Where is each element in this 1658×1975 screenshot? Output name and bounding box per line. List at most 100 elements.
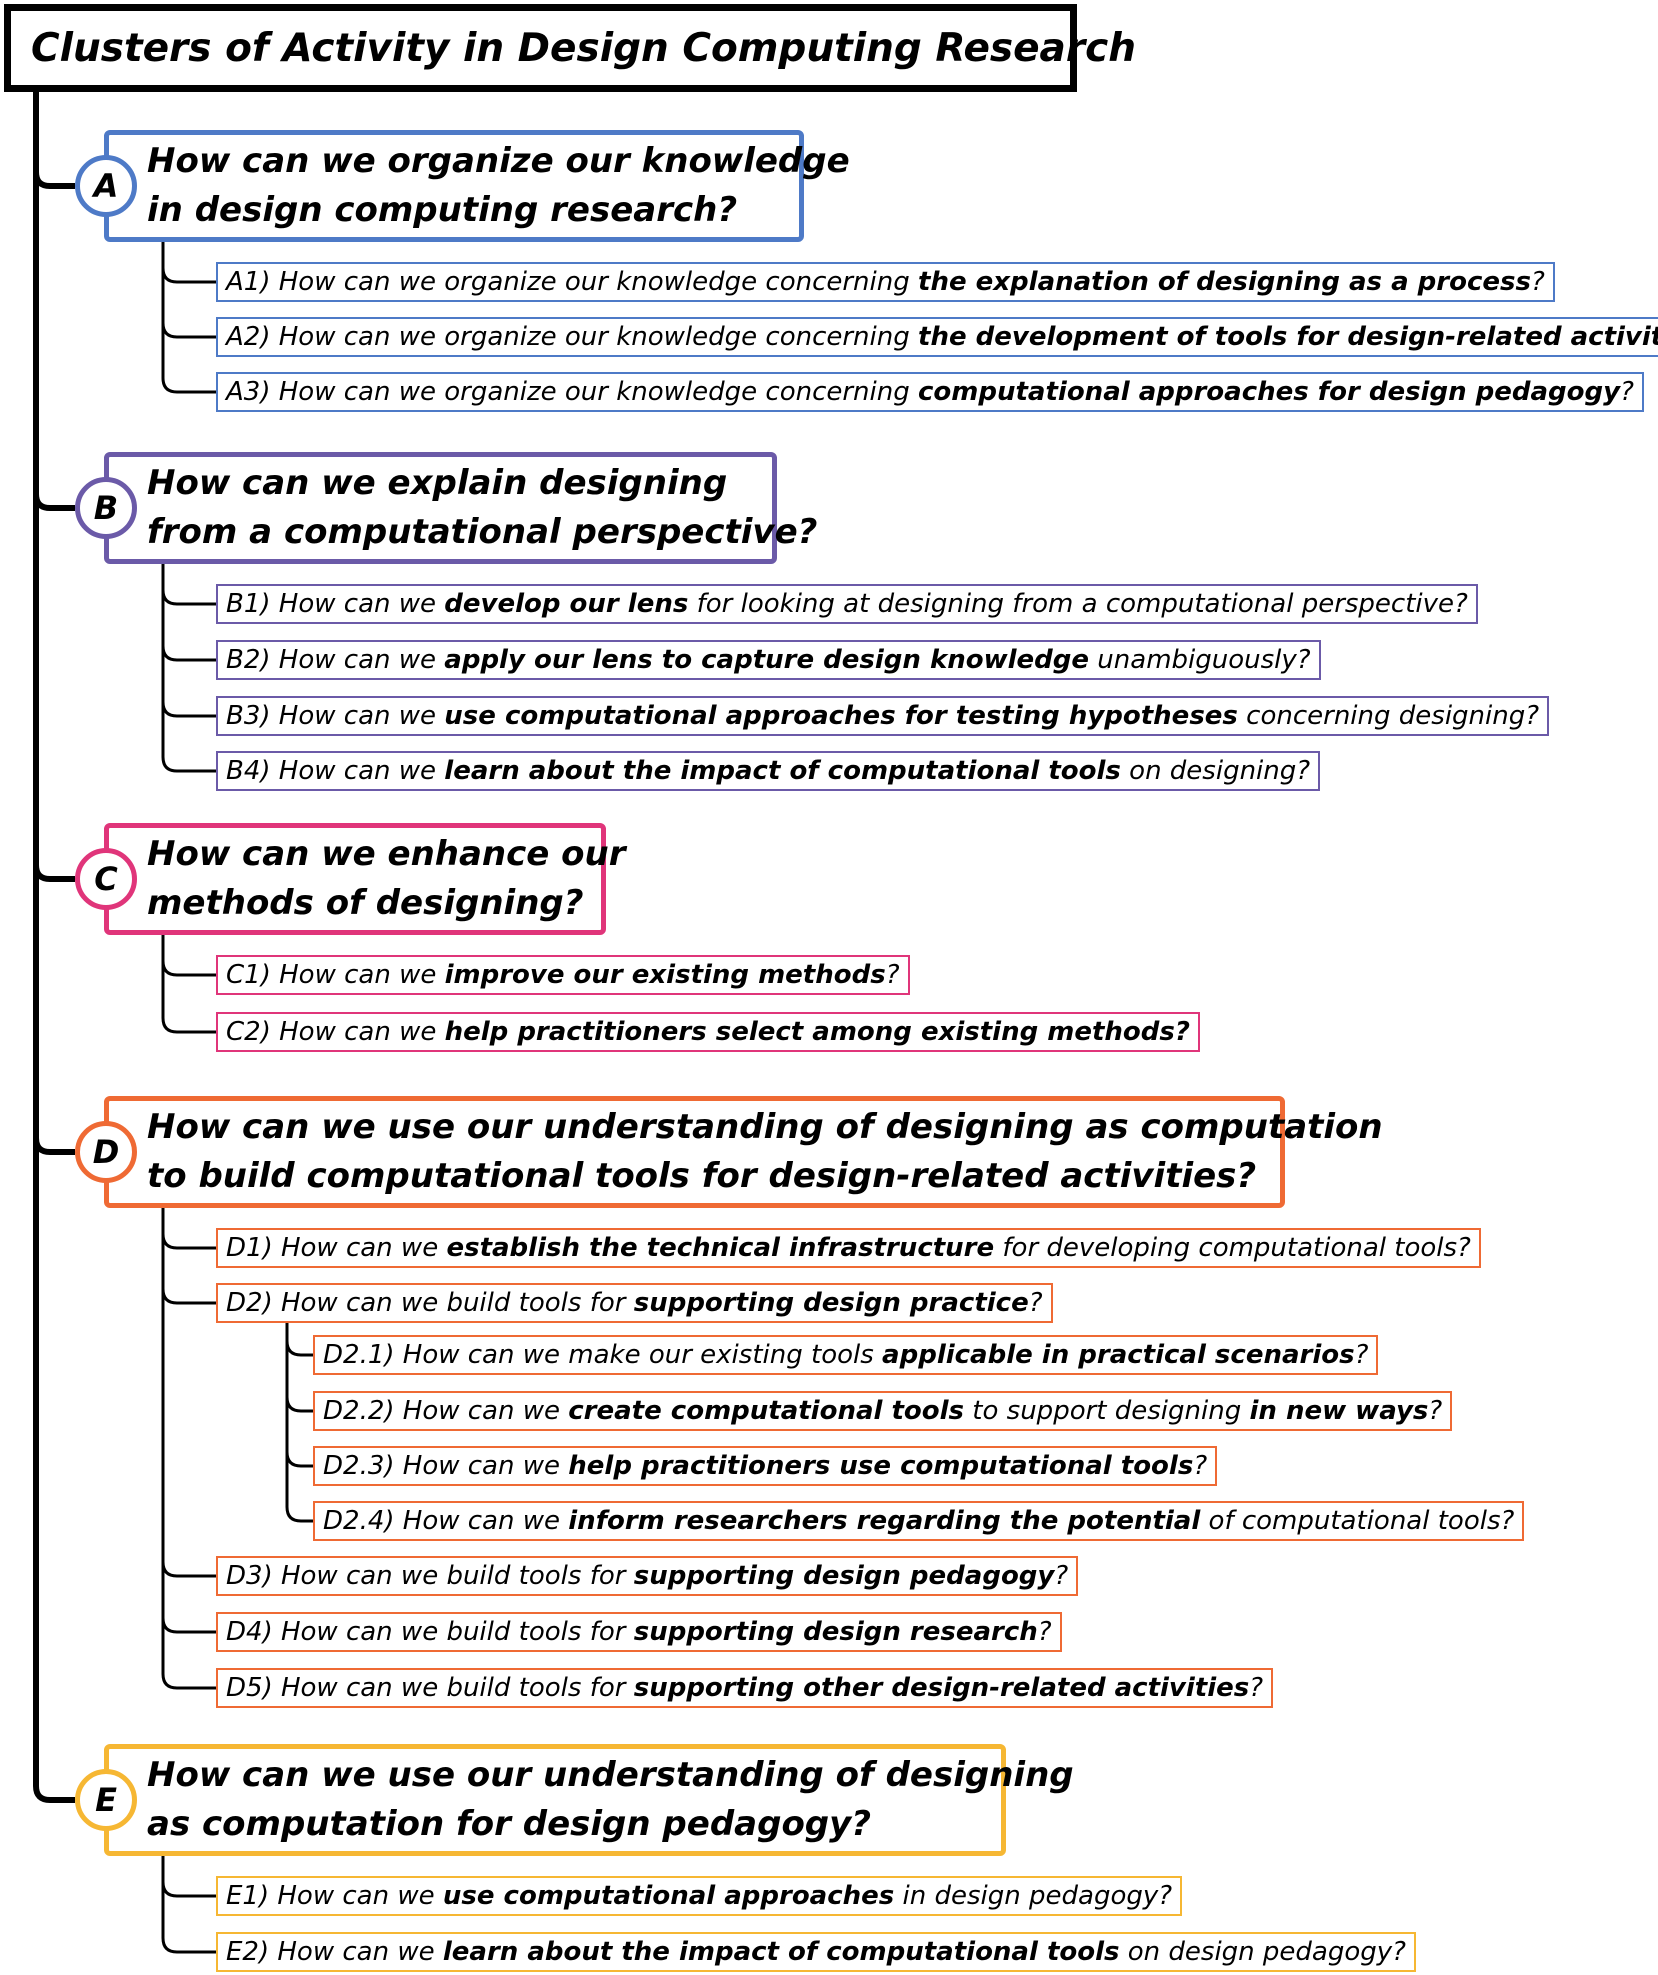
question-text: C2) How can we <box>226 1017 445 1047</box>
emphasis-text: applicable in practical scenarios <box>882 1340 1355 1370</box>
question-text: ? <box>1028 1288 1043 1318</box>
cluster-c-sub-question: C2) How can we help practitioners select… <box>216 1012 1200 1052</box>
question-line: How can we use our understanding of desi… <box>147 1107 1383 1147</box>
cluster-e-question-box: How can we use our understanding of desi… <box>104 1744 1074 1856</box>
question-text: D2.3) How can we <box>323 1451 569 1481</box>
question-text: D2.4) How can we <box>323 1506 569 1536</box>
question-text: D4) How can we build tools for <box>226 1617 634 1647</box>
question-text: ? <box>1354 1340 1369 1370</box>
question-text: unambiguously? <box>1089 645 1311 675</box>
question-text: to support designing <box>964 1396 1250 1426</box>
question-text: B2) How can we <box>226 645 445 675</box>
cluster-d-sub-question: D2.1) How can we make our existing tools… <box>313 1335 1379 1375</box>
cluster-d-question-box: How can we use our understanding of desi… <box>104 1096 1383 1208</box>
question-text: A2) How can we organize our knowledge co… <box>226 322 919 352</box>
cluster-e-badge: E <box>75 1769 137 1831</box>
cluster-e-sub-question: E1) How can we use computational approac… <box>216 1876 1183 1916</box>
cluster-b-sub-question: B3) How can we use computational approac… <box>216 696 1550 736</box>
cluster-c-question-box: How can we enhance our methods of designi… <box>104 823 626 935</box>
emphasis-text: help practitioners use computational too… <box>568 1451 1194 1481</box>
cluster-c-sub-question: C1) How can we improve our existing meth… <box>216 955 910 995</box>
cluster-a-question-box: How can we organize our knowledge in desi… <box>104 130 850 242</box>
cluster-d-sub-question: D2) How can we build tools for supportin… <box>216 1283 1053 1323</box>
cluster-d-sub-question: D3) How can we build tools for supportin… <box>216 1556 1079 1596</box>
cluster-a-sub-question: A3) How can we organize our knowledge co… <box>216 372 1644 412</box>
emphasis-text: supporting other design-related activiti… <box>633 1673 1250 1703</box>
emphasis-text: in new ways <box>1249 1396 1429 1426</box>
question-text: E1) How can we <box>226 1881 443 1911</box>
cluster-d-sub-question: D5) How can we build tools for supportin… <box>216 1668 1274 1708</box>
question-text: of computational tools? <box>1200 1506 1515 1536</box>
cluster-b-sub-question: B2) How can we apply our lens to capture… <box>216 640 1321 680</box>
question-text: ? <box>1249 1673 1264 1703</box>
cluster-d-sub-question: D2.2) How can we create computational to… <box>313 1391 1453 1431</box>
question-line: How can we enhance our <box>147 834 626 874</box>
question-line: methods of designing? <box>147 883 584 923</box>
question-text: C1) How can we <box>226 960 445 990</box>
emphasis-text: use computational approaches <box>442 1881 895 1911</box>
emphasis-text: the explanation of designing as a proces… <box>918 267 1531 297</box>
cluster-a-badge: A <box>75 155 137 217</box>
question-line: as computation for design pedagogy? <box>147 1804 872 1844</box>
question-text: ? <box>885 960 900 990</box>
question-text: for developing computational tools? <box>994 1233 1471 1263</box>
question-line: How can we use our understanding of desi… <box>147 1755 1074 1795</box>
question-text: concerning designing? <box>1237 701 1540 731</box>
cluster-d-sub-question: D2.3) How can we help practitioners use … <box>313 1446 1218 1486</box>
question-text: ? <box>1193 1451 1208 1481</box>
question-text: on designing? <box>1120 756 1311 786</box>
question-text: D3) How can we build tools for <box>226 1561 634 1591</box>
question-text: ? <box>1620 377 1634 407</box>
emphasis-text: learn about the impact of computational … <box>442 1937 1120 1967</box>
question-text: B1) How can we <box>226 589 445 619</box>
emphasis-text: the development of tools for design-rela… <box>918 322 1658 352</box>
question-text: ? <box>1530 267 1545 297</box>
cluster-d-sub-question: D1) How can we establish the technical i… <box>216 1228 1481 1268</box>
question-text: on design pedagogy? <box>1119 1937 1406 1967</box>
cluster-e-sub-question: E2) How can we learn about the impact of… <box>216 1932 1416 1972</box>
cluster-a-sub-question: A2) How can we organize our knowledge co… <box>216 317 1658 357</box>
cluster-d-sub-question: D4) How can we build tools for supportin… <box>216 1612 1062 1652</box>
cluster-b-sub-question: B4) How can we learn about the impact of… <box>216 751 1321 791</box>
emphasis-text: use computational approaches for testing… <box>444 701 1238 731</box>
cluster-d-badge: D <box>75 1121 137 1183</box>
emphasis-text: inform researchers regarding the potenti… <box>568 1506 1201 1536</box>
diagram-title: Clusters of Activity in Design Computing… <box>4 4 1136 92</box>
cluster-b-sub-question: B1) How can we develop our lens for look… <box>216 584 1478 624</box>
emphasis-text: improve our existing methods <box>444 960 886 990</box>
cluster-c-badge: C <box>75 848 137 910</box>
emphasis-text: learn about the impact of computational … <box>444 756 1121 786</box>
question-line: from a computational perspective? <box>147 512 818 552</box>
question-text: ? <box>1428 1396 1443 1426</box>
question-text: A1) How can we organize our knowledge co… <box>226 267 919 297</box>
emphasis-text: supporting design practice <box>633 1288 1029 1318</box>
question-text: E2) How can we <box>226 1937 443 1967</box>
question-text: D2) How can we build tools for <box>226 1288 634 1318</box>
emphasis-text: computational approaches for design peda… <box>918 377 1621 407</box>
emphasis-text: help practitioners select among existing… <box>444 1017 1190 1047</box>
cluster-b-badge: B <box>75 477 137 539</box>
emphasis-text: apply our lens to capture design knowled… <box>444 645 1090 675</box>
question-text: A3) How can we organize our knowledge co… <box>226 377 919 407</box>
emphasis-text: create computational tools <box>568 1396 965 1426</box>
question-text: B4) How can we <box>226 756 445 786</box>
cluster-d-sub-question: D2.4) How can we inform researchers rega… <box>313 1501 1525 1541</box>
question-line: to build computational tools for design-… <box>147 1156 1257 1196</box>
question-text: D2.1) How can we make our existing tools <box>323 1340 883 1370</box>
emphasis-text: supporting design pedagogy <box>633 1561 1055 1591</box>
question-line: in design computing research? <box>147 190 738 230</box>
question-text: ? <box>1037 1617 1052 1647</box>
question-text: D2.2) How can we <box>323 1396 569 1426</box>
question-text: for looking at designing from a computat… <box>688 589 1468 619</box>
cluster-b-question-box: How can we explain designing from a compu… <box>104 452 818 564</box>
emphasis-text: develop our lens <box>444 589 689 619</box>
question-text: D5) How can we build tools for <box>226 1673 634 1703</box>
emphasis-text: supporting design research <box>633 1617 1038 1647</box>
question-text: D1) How can we <box>226 1233 447 1263</box>
emphasis-text: establish the technical infrastructure <box>446 1233 995 1263</box>
question-line: How can we explain designing <box>147 463 728 503</box>
question-line: How can we organize our knowledge <box>147 141 850 181</box>
cluster-a-sub-question: A1) How can we organize our knowledge co… <box>216 262 1555 302</box>
